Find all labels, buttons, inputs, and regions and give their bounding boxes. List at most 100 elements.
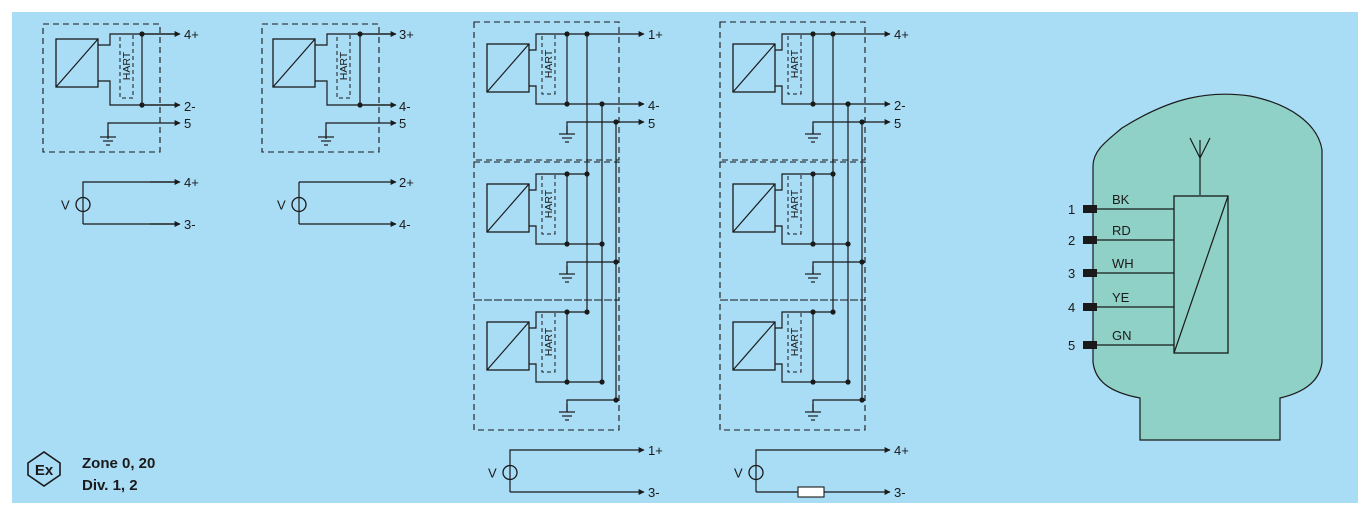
wire bbox=[529, 311, 587, 329]
ex-zone-label: Zone 0, 20 bbox=[82, 455, 155, 472]
load-resistor bbox=[797, 486, 825, 498]
transmitter-diagonal bbox=[732, 321, 776, 371]
pin-3-label: 3 bbox=[1068, 266, 1075, 281]
voltage-label: V bbox=[277, 198, 286, 213]
voltage-label: V bbox=[734, 466, 743, 481]
hart-label: HART bbox=[543, 49, 555, 78]
transmitter-diagonal bbox=[486, 43, 530, 93]
hart-label: HART bbox=[543, 327, 555, 356]
terminal-3-plus: 3+ bbox=[399, 27, 414, 42]
pin-4-label: 4 bbox=[1068, 300, 1075, 315]
wire-color-label: BK bbox=[1112, 192, 1130, 207]
wire-color-label: WH bbox=[1112, 256, 1134, 271]
pin-2-label: 2 bbox=[1068, 233, 1075, 248]
hart-label: HART bbox=[789, 49, 801, 78]
transmitter-box bbox=[55, 38, 99, 88]
ground-symbol bbox=[318, 129, 334, 146]
terminal-plus-label: 4+ bbox=[894, 27, 909, 42]
source-plus-label: 1+ bbox=[648, 443, 663, 458]
terminal-5-label: 5 bbox=[894, 116, 901, 131]
hart-boundary bbox=[541, 311, 556, 373]
wire-color-label: RD bbox=[1112, 223, 1131, 238]
source-wire bbox=[82, 181, 178, 185]
hart-boundary bbox=[119, 33, 134, 99]
pin-5-label: 5 bbox=[1068, 338, 1075, 353]
transmitter-block bbox=[732, 321, 776, 371]
wire-color-label: GN bbox=[1112, 328, 1132, 343]
source-plus-label: 4+ bbox=[184, 175, 199, 190]
pin-1-terminal bbox=[1083, 205, 1097, 213]
junction-dot bbox=[564, 241, 570, 247]
source-plus-label: 2+ bbox=[399, 175, 414, 190]
enclosure-boundary bbox=[719, 299, 866, 431]
enclosure-boundary bbox=[719, 21, 866, 161]
transmitter-block bbox=[272, 38, 316, 88]
hart-boundary bbox=[787, 311, 802, 373]
ex-symbol-text: Ex bbox=[35, 462, 54, 479]
transmitter-box bbox=[732, 43, 776, 93]
transmitter-diagonal bbox=[486, 183, 530, 233]
enclosure-boundary bbox=[261, 23, 380, 153]
transmitter-diagonal bbox=[272, 38, 316, 88]
hart-label: HART bbox=[338, 51, 350, 80]
hart-boundary bbox=[787, 173, 802, 235]
transmitter-diagonal bbox=[55, 38, 99, 88]
transmitter-box bbox=[732, 183, 776, 233]
terminal-4-minus: 4- bbox=[399, 99, 411, 114]
ground-symbol bbox=[805, 404, 821, 421]
ground-symbol bbox=[559, 266, 575, 283]
device-transmitter-diagonal bbox=[1173, 195, 1229, 354]
hart-boundary bbox=[541, 33, 556, 95]
source-minus-label: 3- bbox=[184, 217, 196, 232]
hart-boundary bbox=[787, 33, 802, 95]
hart-label: HART bbox=[121, 51, 133, 80]
device-body bbox=[1092, 93, 1323, 441]
transmitter-diagonal bbox=[732, 183, 776, 233]
transmitter-block bbox=[55, 38, 99, 88]
transmitter-block bbox=[486, 43, 530, 93]
wire bbox=[775, 173, 833, 191]
transmitter-box bbox=[272, 38, 316, 88]
source-wire bbox=[509, 447, 645, 453]
pin-5-terminal bbox=[1083, 341, 1097, 349]
ground-symbol bbox=[805, 126, 821, 143]
wire bbox=[529, 33, 587, 51]
junction-dot bbox=[564, 31, 570, 37]
enclosure-boundary bbox=[473, 21, 620, 161]
junction-dot bbox=[810, 171, 816, 177]
transmitter-box bbox=[486, 321, 530, 371]
transmitter-box bbox=[486, 183, 530, 233]
transmitter-block bbox=[486, 321, 530, 371]
transmitter-block bbox=[486, 183, 530, 233]
pin-1-label: 1 bbox=[1068, 202, 1075, 217]
transmitter-box bbox=[486, 43, 530, 93]
voltage-label: V bbox=[61, 198, 70, 213]
terminal-5-label: 5 bbox=[648, 116, 655, 131]
pin-2-terminal bbox=[1083, 236, 1097, 244]
terminal-2-minus: 2- bbox=[184, 99, 196, 114]
pin-4-terminal bbox=[1083, 303, 1097, 311]
voltage-source: V bbox=[488, 453, 518, 492]
device-transmitter-box bbox=[1173, 195, 1229, 354]
voltage-label: V bbox=[488, 466, 497, 481]
ground-symbol bbox=[559, 126, 575, 143]
junction-dot bbox=[810, 31, 816, 37]
source-plus-label: 4+ bbox=[894, 443, 909, 458]
hart-label: HART bbox=[789, 189, 801, 218]
antenna-branch bbox=[1199, 137, 1211, 159]
hart-label: HART bbox=[789, 327, 801, 356]
transmitter-box bbox=[732, 321, 776, 371]
transmitter-diagonal bbox=[732, 43, 776, 93]
hart-boundary bbox=[541, 173, 556, 235]
ground-symbol bbox=[805, 266, 821, 283]
voltage-source: V bbox=[734, 453, 764, 492]
junction-dot bbox=[564, 309, 570, 315]
pin-3-terminal bbox=[1083, 269, 1097, 277]
